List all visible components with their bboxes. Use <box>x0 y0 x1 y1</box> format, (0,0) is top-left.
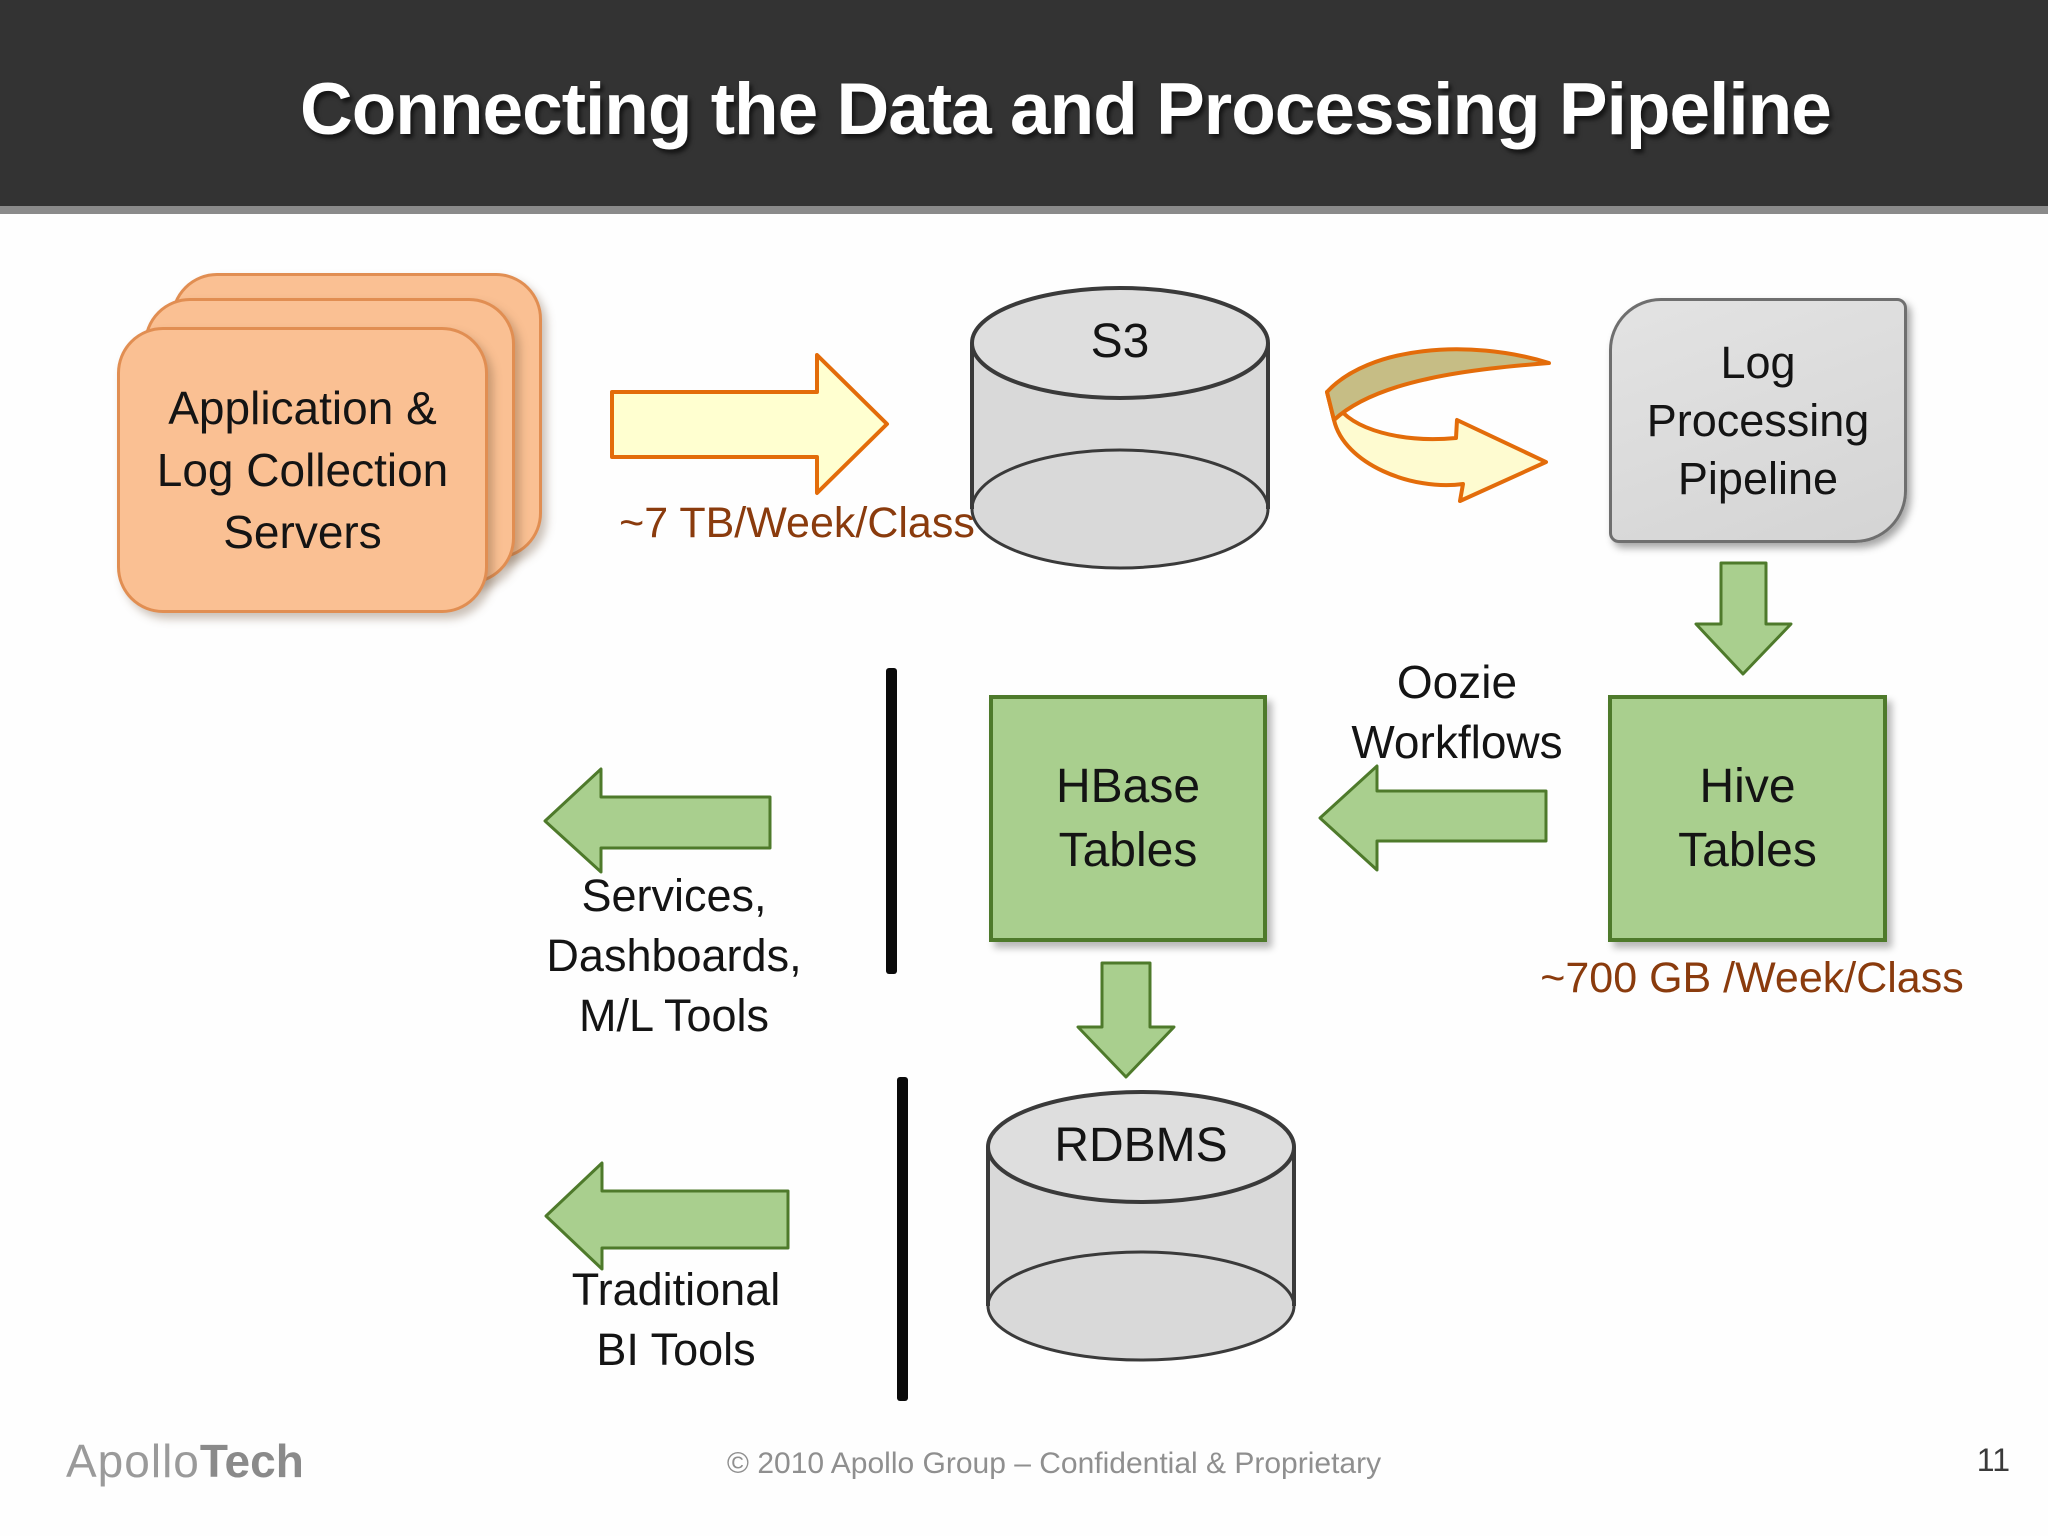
hive-label: Hive Tables <box>1678 759 1817 877</box>
log-to-hive-arrow <box>1694 561 1793 676</box>
header-bar <box>0 0 2048 206</box>
hbase-label: HBase Tables <box>1055 759 1201 877</box>
hive-node: Hive Tables <box>1608 695 1887 942</box>
page-title: Connecting the Data and Processing Pipel… <box>300 69 1832 150</box>
hbase-to-rdbms-arrow <box>1076 961 1176 1079</box>
page-number: 11 <box>1976 1442 2010 1478</box>
bi-tools-annotation: Traditional BI Tools <box>571 1264 781 1375</box>
apollotech-logo: ApolloTech <box>66 1434 304 1488</box>
copyright-text: © 2010 Apollo Group – Confidential & Pro… <box>726 1447 1382 1480</box>
swoosh-arrow <box>1325 347 1551 503</box>
logo-tech-text: Tech <box>199 1435 304 1487</box>
services-annotation: Services, Dashboards, M/L Tools <box>546 870 802 1041</box>
divider-line-bottom <box>897 1077 908 1401</box>
ingest-arrow <box>610 353 889 495</box>
hbase-node: HBase Tables <box>989 695 1267 942</box>
header-underline <box>0 206 2048 214</box>
app-servers-label: Application & Log Collection Servers <box>156 382 449 558</box>
log-pipeline-label: Log Processing Pipeline <box>1646 336 1870 504</box>
logo-apollo-text: Apollo <box>66 1435 200 1487</box>
oozie-workflows-annotation: Oozie Workflows <box>1351 656 1563 768</box>
divider-line-top <box>886 668 897 974</box>
log-pipeline-node: Log Processing Pipeline <box>1609 298 1907 543</box>
rdbms-label: RDBMS <box>1054 1119 1228 1172</box>
hive-rate-annotation: ~700 GB /Week/Class <box>1540 954 1964 1002</box>
oozie-arrow <box>1318 764 1548 872</box>
services-arrow <box>543 767 772 874</box>
app-servers-node: Application & Log Collection Servers <box>117 327 488 613</box>
s3-label: S3 <box>1090 315 1150 368</box>
ingest-rate-annotation: ~7 TB/Week/Class <box>619 499 975 547</box>
bi-arrow <box>544 1161 790 1271</box>
